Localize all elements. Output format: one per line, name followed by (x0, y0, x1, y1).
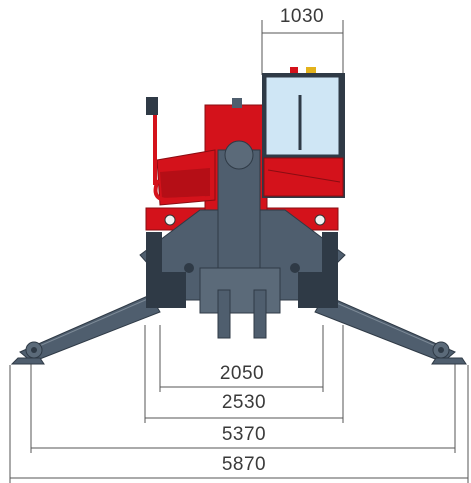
chassis (139, 140, 346, 339)
left-outrigger (10, 294, 161, 365)
operator-cab (262, 73, 345, 198)
right-outrigger (314, 294, 467, 365)
dimension-label-5370: 5370 (221, 424, 267, 445)
dimension-label-2050: 2050 (219, 363, 265, 384)
dimension-label-5870: 5870 (221, 454, 267, 475)
dimension-lines (9, 20, 469, 483)
dimension-label-1030: 1030 (279, 6, 325, 27)
dimension-label-2530: 2530 (221, 392, 267, 413)
